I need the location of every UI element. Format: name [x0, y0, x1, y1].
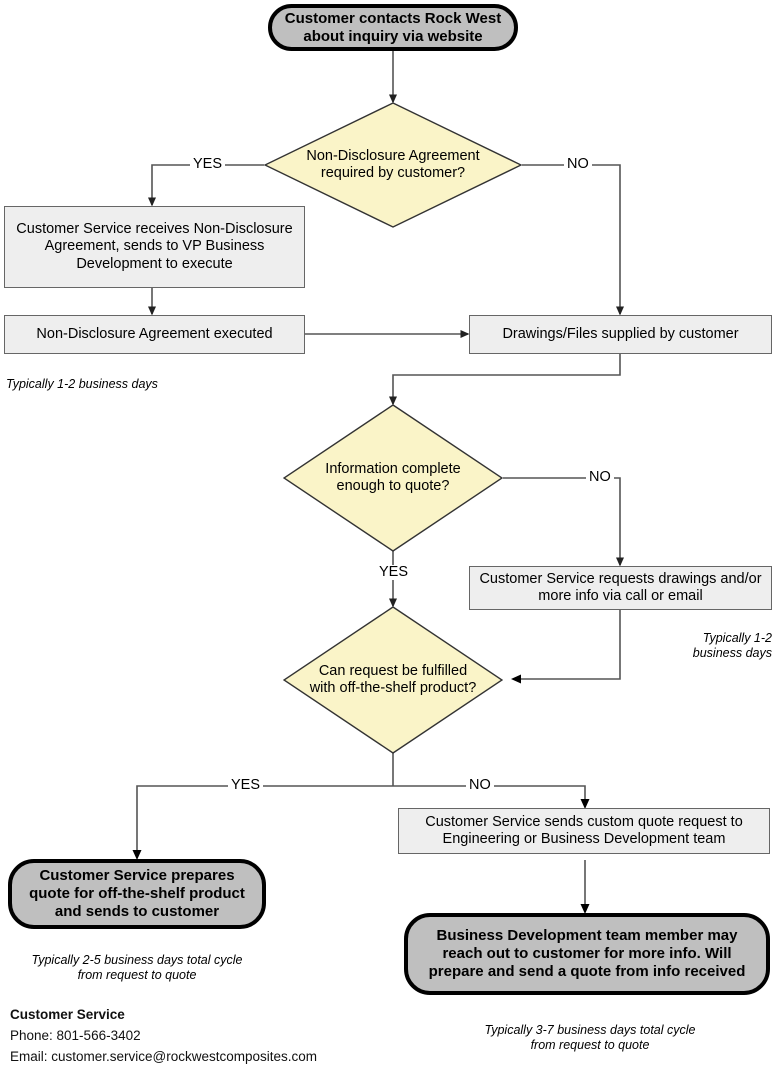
diamond-shape [283, 606, 503, 754]
node-cs-prepares-quote[interactable]: Customer Service prepares quote for off-… [8, 859, 266, 929]
node-bd-reaches-out[interactable]: Business Development team member may rea… [404, 913, 770, 995]
node-cs-receives-nda-label: Customer Service receives Non-Disclosure… [16, 221, 293, 272]
note-nda-days: Typically 1-2 business days [6, 361, 296, 392]
node-bd-reaches-out-label: Business Development team member may rea… [428, 927, 746, 980]
contact-email: Email: customer.service@rockwestcomposit… [10, 1048, 318, 1064]
node-cs-requests-drawings-label: Customer Service requests drawings and/o… [479, 570, 762, 604]
node-cs-sends-custom-quote-label: Customer Service sends custom quote requ… [425, 813, 743, 847]
edge-label-nda-yes: YES [190, 156, 226, 172]
edge-label-nda-yes-text: YES [193, 156, 223, 172]
edge-offshelf-yes [132, 785, 393, 860]
edge-info-no [503, 477, 624, 567]
diamond-shape [283, 404, 503, 552]
note-nda-days-text: Typically 1-2 business days [6, 376, 158, 391]
note-custom-cycle: Typically 3-7 business days total cycle … [440, 1007, 740, 1054]
node-nda-executed[interactable]: Non-Disclosure Agreement executed [4, 315, 305, 354]
node-drawings-supplied[interactable]: Drawings/Files supplied by customer [469, 315, 772, 354]
node-nda-executed-label: Non-Disclosure Agreement executed [36, 325, 273, 342]
node-nda-decision[interactable]: Non-Disclosure Agreement required by cus… [264, 102, 522, 228]
edge-label-info-yes-text: YES [379, 564, 409, 580]
node-drawings-supplied-label: Drawings/Files supplied by customer [502, 325, 739, 342]
edge-label-info-no: NO [586, 470, 614, 485]
edge-label-off-shelf-yes: YES [228, 777, 264, 793]
note-requests-days: Typically 1-2 business days [572, 615, 772, 662]
contact-block: Customer Service Phone: 801-566-3402 Ema… [10, 1005, 317, 1068]
node-start[interactable]: Customer contacts Rock West about inquir… [268, 4, 518, 51]
edge-drawings-to-info [389, 353, 621, 406]
node-off-shelf-decision[interactable]: Can request be fulfilled with off-the-sh… [283, 606, 503, 754]
node-start-label: Customer contacts Rock West about inquir… [284, 9, 502, 45]
edge-label-info-yes: YES [376, 564, 412, 580]
node-info-complete-decision-label: Information complete enough to quote? [325, 460, 461, 494]
node-off-shelf-decision-label: Can request be fulfilled with off-the-sh… [309, 662, 477, 696]
edge-label-info-no-text: NO [589, 469, 611, 485]
edge-label-off-shelf-yes-text: YES [231, 777, 261, 793]
edge-nda-no [522, 164, 624, 316]
contact-phone: Phone: 801-566-3402 [10, 1027, 141, 1043]
edge-label-off-shelf-no-text: NO [469, 777, 491, 793]
edge-label-nda-no: NO [564, 157, 592, 172]
node-info-complete-decision[interactable]: Information complete enough to quote? [283, 404, 503, 552]
note-custom-cycle-text: Typically 3-7 business days total cycle … [484, 1022, 696, 1053]
node-cs-prepares-quote-label: Customer Service prepares quote for off-… [29, 867, 245, 920]
node-cs-sends-custom-quote[interactable]: Customer Service sends custom quote requ… [398, 808, 770, 854]
edge-label-off-shelf-no: NO [466, 778, 494, 793]
note-off-shelf-cycle: Typically 2-5 business days total cycle … [4, 937, 270, 984]
note-requests-days-text: Typically 1-2 business days [692, 630, 772, 661]
node-nda-decision-label: Non-Disclosure Agreement required by cus… [306, 147, 480, 181]
contact-title: Customer Service [10, 1007, 125, 1022]
node-cs-requests-drawings[interactable]: Customer Service requests drawings and/o… [469, 566, 772, 610]
edge-label-nda-no-text: NO [567, 156, 589, 172]
diamond-shape [264, 102, 522, 228]
node-cs-receives-nda[interactable]: Customer Service receives Non-Disclosure… [4, 206, 305, 288]
note-off-shelf-cycle-text: Typically 2-5 business days total cycle … [31, 952, 243, 983]
